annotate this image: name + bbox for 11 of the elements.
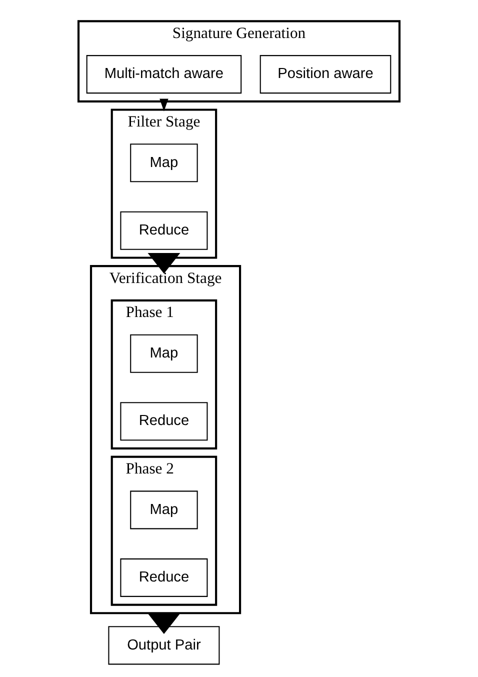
node-box: Reduce (120, 211, 208, 250)
node-box: Output Pair (108, 626, 220, 665)
node-box: Position aware (260, 55, 392, 94)
node-box: Map (130, 334, 198, 373)
arrow (160, 98, 168, 112)
arrow (148, 253, 180, 274)
node-box: Map (130, 144, 198, 182)
node-box: Multi-match aware (86, 55, 242, 94)
node-box: Reduce (120, 402, 208, 441)
node-box: Map (130, 490, 198, 530)
node-box: Reduce (120, 558, 208, 597)
